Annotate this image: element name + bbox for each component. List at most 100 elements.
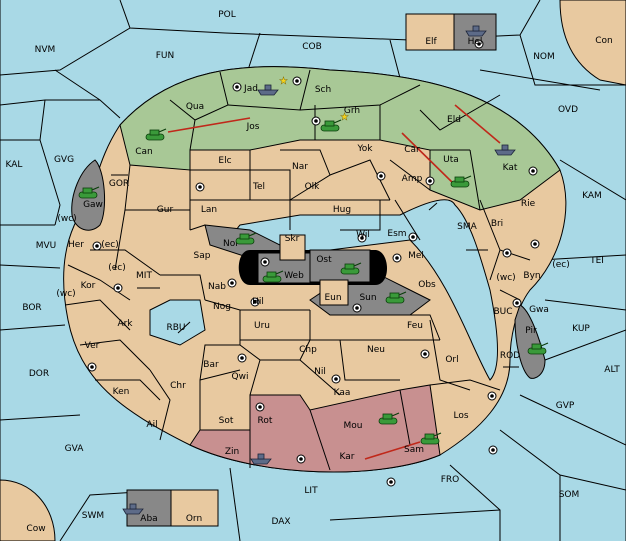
army-unit-icon-pir[interactable]	[527, 342, 549, 355]
supply-centers	[87, 39, 540, 487]
sea-label-rbu: RBU	[166, 323, 185, 333]
army-unit-icon-ost[interactable]	[340, 262, 362, 275]
province-label-sun: Sun	[359, 293, 376, 303]
province-label-obs: Obs	[418, 280, 436, 290]
province-label-sam: Sam	[404, 445, 424, 455]
army-unit-icon-can[interactable]	[145, 128, 167, 141]
province-label-qwi: Qwi	[232, 372, 249, 382]
province-label-esm: Esm	[387, 229, 406, 239]
province-label-elf: Elf	[425, 37, 437, 47]
province-label-sch: Sch	[315, 85, 331, 95]
sea-label-ovd: OVD	[558, 105, 578, 115]
army-unit-icon-sun[interactable]	[385, 291, 407, 304]
province-label-jos: Jos	[246, 122, 260, 132]
province-label-mel: Mel	[408, 251, 424, 261]
province-Ost[interactable]	[309, 249, 371, 283]
sea-label-swm: SWM	[82, 511, 104, 521]
army-unit-icon-grh[interactable]	[320, 119, 342, 132]
army-unit-icon-mou[interactable]	[378, 412, 400, 425]
province-label-byn: Byn	[523, 271, 540, 281]
province-label-ken: Ken	[113, 387, 130, 397]
province-Eun[interactable]	[319, 279, 349, 306]
sea-label-kal: KAL	[6, 160, 23, 170]
army-unit-icon-uta[interactable]	[450, 175, 472, 188]
province-label-ark: Ark	[117, 319, 133, 329]
coast-tag: (ec)	[108, 263, 126, 273]
sea-label-buc: BUC	[493, 307, 512, 317]
sea-label-som: SOM	[559, 490, 580, 500]
province-label-hil: Hil	[252, 297, 264, 307]
army-unit-icon-sam[interactable]	[420, 432, 442, 445]
province-label-eun: Eun	[324, 293, 341, 303]
coast-tag: (wc)	[56, 289, 75, 299]
fleet-unit-icon-zin[interactable]	[250, 453, 272, 465]
sea-label-dor: DOR	[29, 369, 49, 379]
province-label-orn: Orn	[186, 514, 202, 524]
province-label-sot: Sot	[219, 416, 234, 426]
star-icon: ★	[279, 76, 288, 87]
province-label-sap: Sap	[194, 251, 211, 261]
province-label-ver: Ver	[85, 341, 100, 351]
sea-label-gor: GOR	[109, 179, 129, 189]
province-label-qua: Qua	[186, 102, 204, 112]
province-label-bri: Bri	[491, 219, 503, 229]
province-label-orl: Orl	[445, 355, 458, 365]
province-Skr[interactable]	[279, 234, 306, 261]
sea-label-lit: LIT	[304, 486, 318, 496]
province-label-mou: Mou	[344, 421, 363, 431]
province-label-uru: Uru	[254, 321, 270, 331]
province-label-pir: Pir	[525, 326, 537, 336]
army-unit-icon-nor[interactable]	[235, 232, 257, 245]
province-label-jad: Jad	[243, 84, 258, 94]
sea-label-gva: GVA	[65, 444, 85, 454]
army-unit-icon-web[interactable]	[262, 270, 284, 283]
channel-arrows	[111, 174, 519, 368]
coast-tag: (ec)	[552, 260, 570, 270]
province-label-gaw: Gaw	[83, 200, 103, 210]
province-Pir[interactable]	[514, 304, 546, 379]
province-label-elc: Elc	[218, 156, 231, 166]
army-unit-icon-gaw[interactable]	[78, 186, 100, 199]
sea-label-kup: KUP	[572, 324, 590, 334]
sea-label-gvp: GVP	[556, 401, 575, 411]
arrow-kar-sam	[364, 441, 421, 460]
province-label-can: Can	[135, 147, 153, 157]
province-label-gwa: Gwa	[529, 305, 549, 315]
arrow-jos-can	[167, 117, 251, 133]
province-label-nar: Nar	[292, 162, 308, 172]
sea-label-cow: Cow	[26, 524, 45, 534]
sea-label-pol: POL	[218, 10, 236, 20]
province-label-kar: Kar	[340, 452, 355, 462]
province-label-kor: Kor	[81, 281, 96, 291]
province-Orn[interactable]	[170, 489, 219, 527]
sea-label-sma: SMA	[457, 222, 477, 232]
province-label-eld: Eld	[447, 115, 461, 125]
coast-tag: (ec)	[101, 240, 119, 250]
province-Con[interactable]	[559, 0, 626, 86]
province-label-nab: Nab	[208, 282, 226, 292]
coast-tag: (wc)	[496, 273, 515, 283]
fleet-unit-icon-jad[interactable]	[257, 84, 279, 96]
sea-label-dax: DAX	[271, 517, 290, 527]
sea-label-tei: TEI	[589, 256, 604, 266]
province-label-zin: Zin	[225, 447, 239, 457]
fleet-unit-icon-aba[interactable]	[122, 503, 144, 515]
province-label-hel: Hel	[468, 37, 483, 47]
fleet-unit-icon-kat[interactable]	[494, 144, 516, 156]
arrow-car-uta	[401, 132, 456, 186]
province-label-aba: Aba	[140, 514, 157, 524]
sea-label-bor: BOR	[22, 303, 41, 313]
province-Elf[interactable]	[405, 13, 455, 51]
province-label-grh: Grh	[344, 106, 360, 116]
province-label-nor: Nor	[223, 239, 239, 249]
province-label-amp: Amp	[402, 174, 423, 184]
province-label-ost: Ost	[316, 255, 332, 265]
province-label-kaa: Kaa	[334, 388, 351, 398]
fleet-unit-icon-hel[interactable]	[465, 25, 487, 37]
province-label-hug: Hug	[333, 205, 351, 215]
province-label-bar: Bar	[203, 360, 219, 370]
province-label-web: Web	[284, 271, 304, 281]
province-label-nil: Nil	[314, 367, 326, 377]
